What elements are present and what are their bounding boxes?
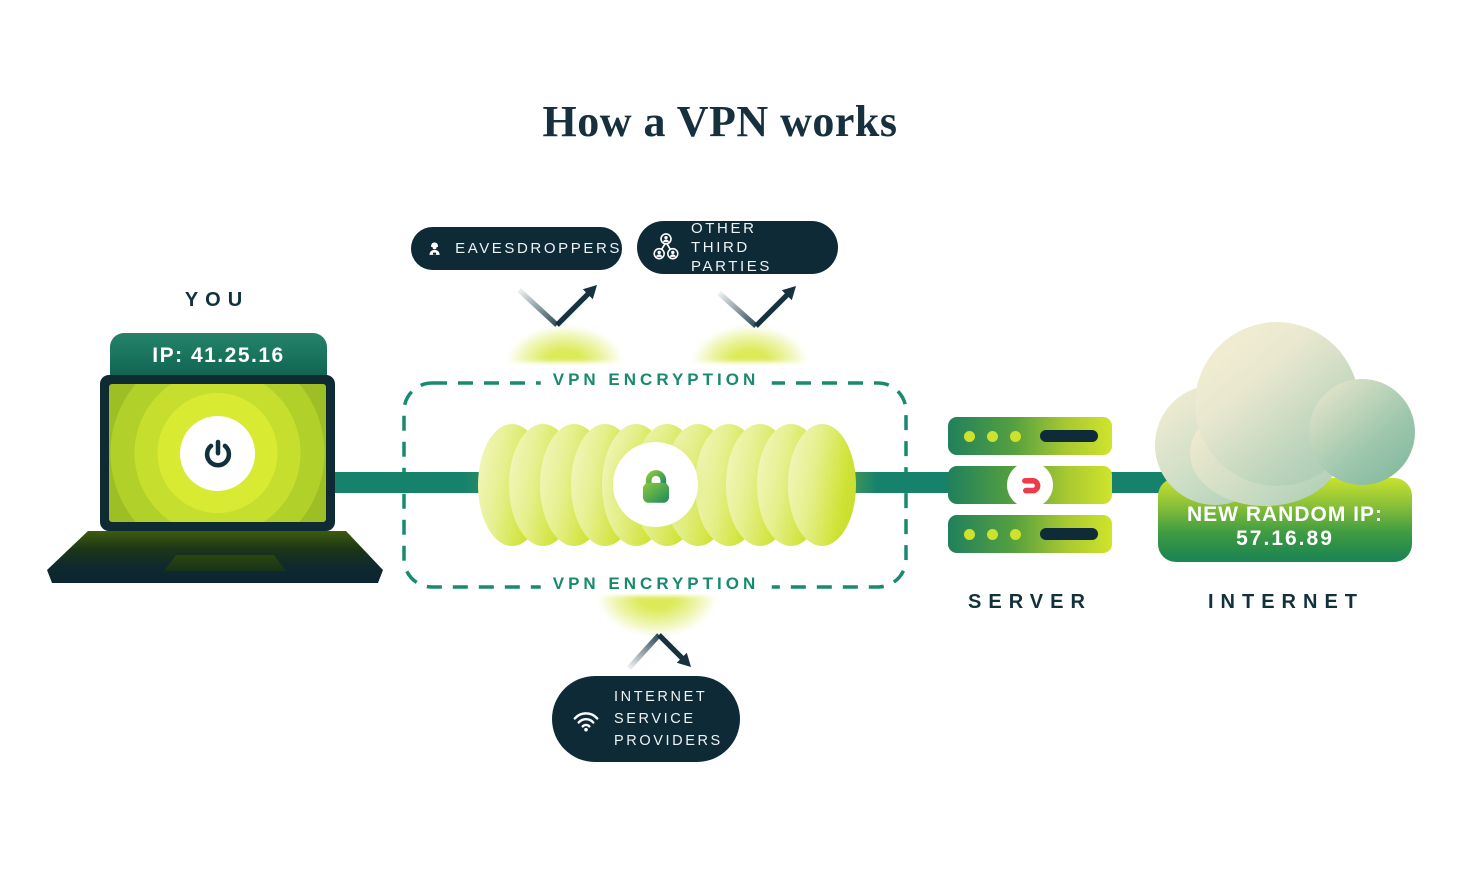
isp-badge: INTERNET SERVICE PROVIDERS [552,676,740,762]
power-icon [204,439,231,467]
wifi-icon [573,712,599,732]
laptop-touchpad [164,555,286,571]
vpn-server [948,417,1112,553]
server-rack-unit [948,515,1112,553]
you-label: YOU [184,289,250,311]
encryption-lock-badge [613,442,698,527]
deflection-glow-right [688,326,812,362]
internet-label: INTERNET [1208,591,1364,613]
new-ip-text: NEW RANDOM IP: 57.16.89 [1158,503,1412,551]
server-slot [1040,430,1098,442]
deflection-glow-left [503,326,627,362]
server-slot [1040,528,1098,540]
cloud-circle-right [1309,379,1415,485]
server-label: SERVER [968,591,1092,613]
people-network-icon [653,232,679,259]
new-ip-title: NEW RANDOM IP: [1187,503,1383,526]
deflection-glow-bottom [593,596,721,636]
server-rack-unit [948,462,1112,508]
vpn-power-button [180,416,255,491]
your-ip-tag: IP: 41.25.16 [110,333,327,383]
eavesdroppers-label: EAVESDROPPERS [455,240,622,257]
expressvpn-logo [1007,462,1053,508]
isp-label: INTERNET SERVICE PROVIDERS [614,689,723,749]
server-rack-unit [948,417,1112,455]
page-title: How a VPN works [542,97,898,146]
other-third-parties-label: OTHER THIRD PARTIES [691,220,772,275]
new-ip-value: 57.16.89 [1236,527,1334,550]
vpn-encryption-label-bottom: VPN ENCRYPTION [540,574,772,594]
eavesdroppers-badge: EAVESDROPPERS [411,227,622,270]
lock-icon [642,469,669,503]
other-third-parties-badge: OTHER THIRD PARTIES [637,220,838,275]
laptop-base [47,531,383,583]
spy-icon [429,241,440,255]
vpn-encryption-label-top: VPN ENCRYPTION [540,370,772,390]
